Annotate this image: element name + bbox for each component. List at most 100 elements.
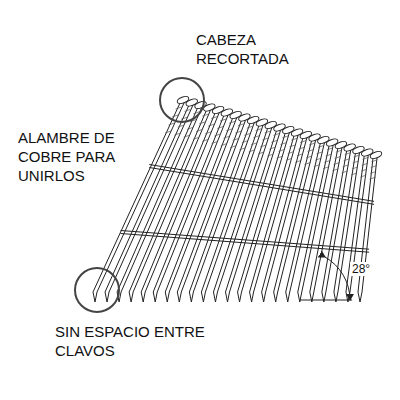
nail-ring — [176, 107, 182, 109]
nail-ring — [221, 144, 227, 146]
nail-ring — [199, 122, 205, 124]
nail-shank — [358, 158, 377, 302]
nails — [93, 95, 383, 302]
nail-ring — [214, 134, 220, 136]
nail-ring — [351, 173, 357, 175]
nail-ring — [196, 130, 202, 132]
nail-ring — [280, 143, 286, 145]
nail-ring — [256, 129, 262, 131]
angle-arc — [325, 257, 350, 300]
copper-wire — [121, 165, 374, 253]
nail-ring — [251, 143, 257, 145]
nail-ring — [253, 136, 259, 138]
nail-ring — [318, 145, 324, 147]
nail-ring — [335, 156, 341, 158]
nail-ring — [226, 129, 232, 131]
nail-ring — [244, 133, 250, 135]
nail-ring — [370, 171, 376, 173]
nail-shank — [274, 141, 316, 303]
nail-ring — [326, 154, 332, 156]
nail-ring — [345, 153, 351, 155]
nail-ring — [184, 135, 190, 137]
nail-ring — [300, 141, 306, 143]
nail-ring — [315, 158, 321, 160]
nail-ring — [342, 171, 348, 173]
callout-label: CABEZA RECORTADA — [196, 30, 316, 68]
nail-ring — [238, 124, 244, 126]
nail-ring — [267, 154, 273, 156]
nail-ring — [187, 127, 193, 129]
nail-ring — [165, 131, 171, 133]
nail-ring — [334, 163, 340, 165]
nail-ring — [306, 156, 312, 158]
nail-ring — [181, 117, 187, 119]
angle-label: 28° — [350, 262, 372, 276]
nail-ring — [353, 161, 359, 163]
nail-ring — [362, 157, 368, 159]
nail-ring — [343, 165, 349, 167]
nail-ring — [314, 165, 320, 167]
nail-ring — [184, 109, 190, 111]
callout-label: SIN ESPACIO ENTRE CLAVOS — [55, 322, 205, 360]
nail-ring — [309, 143, 315, 145]
wire-edge — [121, 234, 370, 253]
nail-ring — [286, 158, 292, 160]
nail-ring — [172, 115, 178, 117]
nail-ring — [371, 160, 377, 162]
nail-ring — [242, 141, 248, 143]
callout-label: ALAMBRE DE COBRE PARA UNIRLOS — [18, 128, 143, 185]
nail-ring — [354, 155, 360, 157]
nail-shank — [153, 116, 228, 303]
nail-ring — [344, 159, 350, 161]
nail-ring — [360, 175, 366, 177]
nail-ring — [235, 131, 241, 133]
nail-ring — [265, 131, 271, 133]
nail-ring — [178, 125, 184, 127]
nail-ring — [260, 145, 266, 147]
nail-ring — [282, 136, 288, 138]
nail-ring — [258, 152, 264, 154]
nail-ring — [370, 177, 376, 179]
nail-ring — [332, 169, 338, 171]
nail-ring — [262, 138, 268, 140]
nail-ring — [336, 150, 342, 152]
nail-ring — [247, 126, 253, 128]
nail-ring — [212, 142, 218, 144]
nail-ring — [230, 146, 236, 148]
nail-head — [369, 150, 382, 160]
nail-ring — [205, 132, 211, 134]
nail-ring — [297, 154, 303, 156]
nail-ring — [324, 160, 330, 162]
nail-ring — [288, 152, 294, 154]
head-magnifier — [160, 78, 204, 122]
nail-ring — [269, 147, 275, 149]
nail-ring — [279, 149, 285, 151]
nail-ring — [289, 145, 295, 147]
wire-edge — [149, 168, 374, 205]
nail-ring — [224, 136, 230, 138]
nail-ring — [361, 169, 367, 171]
nail-shank — [165, 118, 236, 302]
nail-ring — [308, 150, 314, 152]
nail-ring — [239, 148, 245, 150]
nail-ring — [352, 167, 358, 169]
nail-ring — [229, 121, 235, 123]
nail-ring — [249, 150, 255, 152]
nail-ring — [174, 133, 180, 135]
nail-ring — [305, 163, 311, 165]
nail-ring — [202, 139, 208, 141]
nail-ring — [169, 123, 175, 125]
nail-ring — [202, 114, 208, 116]
nail-ring — [193, 137, 199, 139]
angle-base — [300, 300, 352, 301]
wire-edge — [149, 165, 374, 202]
nail-ring — [299, 147, 305, 149]
nail-ring — [327, 148, 333, 150]
nail-ring — [291, 138, 297, 140]
wire-edge — [121, 231, 370, 250]
nail-ring — [317, 152, 323, 154]
nail-ring — [323, 167, 329, 169]
nail-ring — [233, 138, 239, 140]
nail-shank — [262, 138, 307, 302]
nail-ring — [211, 117, 217, 119]
